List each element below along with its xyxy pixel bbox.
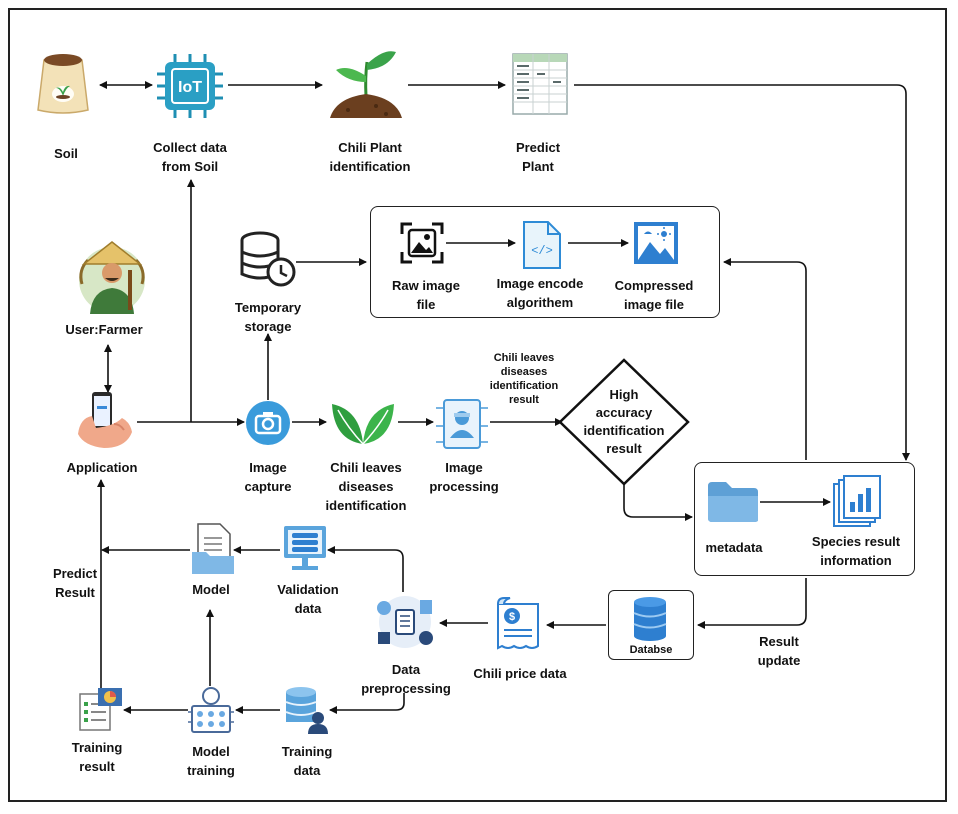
edge-species-compressed <box>723 258 807 460</box>
leaves-icon <box>332 404 394 445</box>
server-monitor-icon <box>284 526 326 570</box>
label-chili-plant: Chili Plant identification <box>329 140 411 174</box>
price-receipt-icon: $ <box>497 597 539 650</box>
storage-clock-icon <box>240 231 296 287</box>
document-icon <box>192 523 234 574</box>
edge-result-database <box>697 578 807 629</box>
edge-preprocessing-trainingdata <box>329 693 405 714</box>
soil-bag-icon <box>37 54 89 114</box>
sprout-icon <box>330 51 402 118</box>
label-soil: Soil <box>54 146 78 161</box>
edge-diamond-metadata <box>623 484 693 521</box>
label-predict-result: Predict Result <box>52 566 98 600</box>
label-data-preprocessing: Data preprocessing <box>361 662 451 696</box>
spreadsheet-icon <box>512 53 568 115</box>
data-hub-icon <box>377 596 433 648</box>
edge-predict-result <box>574 84 910 461</box>
label-decision: High accuracy identification result <box>583 387 665 456</box>
svg-text:</>: </> <box>531 244 553 258</box>
label-compressed: Compressed image file <box>614 278 694 312</box>
label-chili-price: Chili price data <box>473 666 567 681</box>
result-group <box>694 462 915 576</box>
database-box <box>608 590 694 660</box>
label-encode: Image encode algorithem <box>496 276 584 310</box>
diagram-frame <box>8 8 947 802</box>
label-metadata: metadata <box>705 540 763 555</box>
compressed-image-icon <box>634 222 678 264</box>
image-compression-group <box>370 206 720 318</box>
label-application: Application <box>66 460 138 475</box>
training-result-icon <box>79 688 122 731</box>
label-training-data: Training data <box>281 744 333 778</box>
decision-diamond <box>558 358 690 486</box>
folder-icon <box>708 482 758 522</box>
svg-text:IoT: IoT <box>178 79 202 96</box>
phone-hand-icon <box>78 392 132 448</box>
label-temp-storage: Temporary storage <box>234 300 302 334</box>
label-model-training: Model training <box>187 744 235 778</box>
label-species: Species result information <box>811 534 901 568</box>
image-frame-icon <box>400 222 444 264</box>
svg-text:$: $ <box>509 611 515 623</box>
label-leaves-result: Chili leaves diseases identification res… <box>489 352 559 406</box>
label-result-update: Result update <box>757 634 801 668</box>
files-chart-icon <box>833 475 881 527</box>
camera-icon <box>246 401 290 445</box>
label-validation: Validation data <box>277 582 339 616</box>
label-training-result: Training result <box>71 740 123 774</box>
iot-chip-icon: IoT <box>157 54 223 118</box>
farmer-icon <box>79 241 145 314</box>
label-chili-leaves: Chili leaves diseases identification <box>325 460 407 513</box>
label-model: Model <box>192 582 230 597</box>
label-database: Databse <box>629 644 673 656</box>
database-icon <box>633 597 667 641</box>
label-collect-data: Collect data from Soil <box>153 140 227 174</box>
label-raw-image: Raw image file <box>392 278 460 312</box>
image-processing-icon <box>436 399 488 449</box>
code-file-icon: </> <box>523 221 561 269</box>
model-training-icon <box>188 687 234 733</box>
db-person-icon <box>285 687 328 734</box>
label-farmer: User:Farmer <box>65 322 143 337</box>
edge-preprocessing-validation <box>327 546 404 592</box>
label-predict-plant: Predict Plant <box>515 140 561 174</box>
label-capture: Image capture <box>244 460 292 494</box>
label-processing: Image processing <box>429 460 499 494</box>
